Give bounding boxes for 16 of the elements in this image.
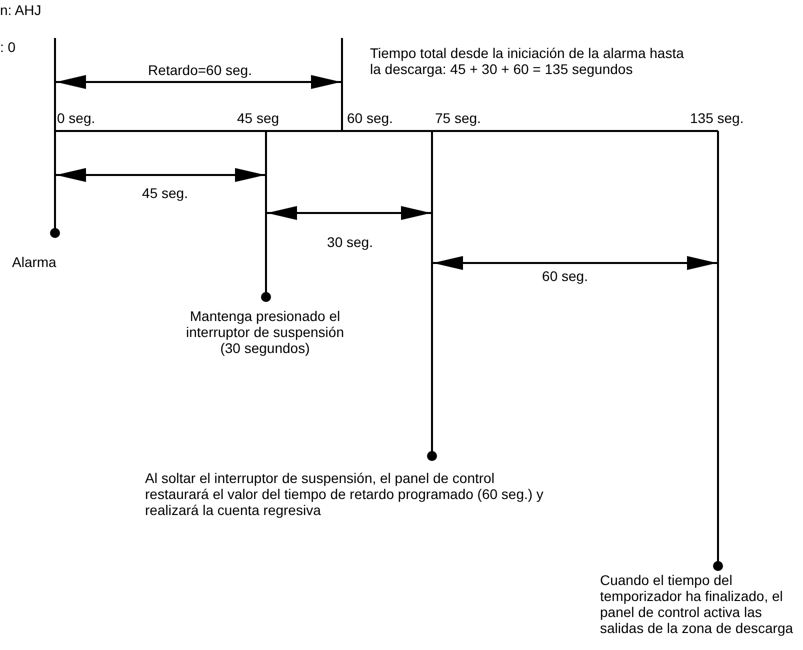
total-time-note: Tiempo total desde la iniciación de la alarma hasta la descarga: 45 + 30 + 60 = 135 segundos xyxy=(370,45,685,77)
event-description: Mantenga presionado el interruptor de suspensión (30 segundos) xyxy=(185,308,345,356)
interval-label: Retardo=60 seg. xyxy=(147,62,253,78)
time-marker-label: 0 seg. xyxy=(57,110,96,126)
time-marker-label: 45 seg xyxy=(237,110,280,126)
time-marker-label: 60 seg. xyxy=(347,110,394,126)
note-text: n: AHJ xyxy=(0,2,42,18)
interval-label: 60 seg. xyxy=(541,268,589,284)
event-label: Alarma xyxy=(12,254,58,270)
event-description: Al soltar el interruptor de suspensión, el panel de control restaurará el valor del tiempo de retardo programado (60 seg.) y realizará la cuenta regresiva xyxy=(145,470,544,518)
event-description: Cuando el tiempo del temporizador ha finalizado, el panel de control activa las salidas de la zona de descarga xyxy=(600,572,794,636)
note-text: : 0 xyxy=(0,39,17,55)
time-marker-label: 75 seg. xyxy=(435,110,482,126)
interval-label: 45 seg. xyxy=(141,185,189,201)
time-marker-label: 135 seg. xyxy=(690,110,745,126)
interval-label: 30 seg. xyxy=(326,234,374,250)
